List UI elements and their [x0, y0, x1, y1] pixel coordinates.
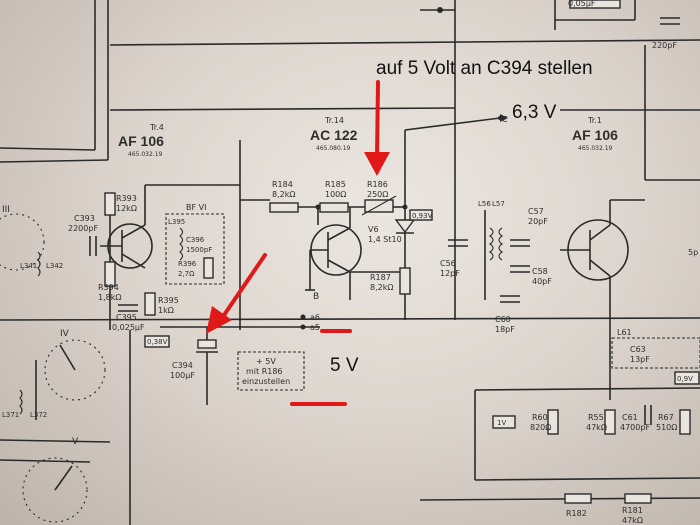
r394-val: 1,8kΩ — [98, 293, 121, 302]
r395-id: R395 — [158, 296, 179, 305]
tr14-stage: R184 8,2kΩ R185 100Ω R186 250Ω V6 1,4 St… — [240, 114, 508, 332]
r395-val: 1kΩ — [158, 306, 174, 315]
c60-id: C60 — [495, 315, 511, 324]
tr4-type: AF 106 — [118, 133, 164, 149]
r55-val: 47kΩ — [586, 423, 607, 432]
c396-id: C396 — [186, 236, 205, 244]
c394-id: C394 — [172, 361, 193, 370]
c56-val: 12pF — [440, 269, 460, 278]
c393-id: C393 — [74, 214, 95, 223]
stage-labels: Tr.4 AF 106 465.032.19 Tr.14 AC 122 465.… — [118, 116, 618, 158]
roman-5: V — [72, 437, 79, 447]
r394-id: R394 — [98, 283, 119, 292]
tr14-code: 465.080.19 — [316, 145, 351, 152]
c394-area: C394 100μF + 5V mit R186 einzustellen — [160, 326, 320, 405]
r67-id: R67 — [658, 413, 674, 422]
arrow-to-c394 — [220, 253, 267, 320]
c61-val: 4700pF — [620, 423, 650, 432]
l57-label: L57 — [492, 200, 505, 208]
tr4-code: 465.032.19 — [128, 151, 163, 158]
r67-val: 510Ω — [656, 423, 677, 432]
c393-val: 2200pF — [68, 224, 98, 233]
c395-val: 0,025μF — [112, 323, 145, 332]
tr4-stage: R393 12kΩ C393 2200pF R394 1,8kΩ R395 1k… — [68, 184, 240, 348]
l61-label: L61 — [617, 328, 632, 337]
r187-val: 8,2kΩ — [370, 283, 393, 292]
tr14-name: Tr.14 — [324, 116, 344, 125]
l371-label: L371 — [2, 411, 19, 419]
tr1-stage: L56 L57 C56 12pF C57 20pF C58 40pF C60 1… — [440, 199, 700, 525]
c60-val: 18pF — [495, 325, 515, 334]
tr14-type: AC 122 — [310, 127, 358, 143]
c395-id: C395 — [116, 313, 137, 322]
r181-id: R181 — [622, 506, 643, 515]
meas-m4: 0,9V — [677, 375, 693, 383]
term-c: C — [502, 115, 508, 124]
c63-id: C63 — [630, 345, 646, 354]
l372-label: L372 — [30, 411, 47, 419]
right-partial: 5p — [688, 248, 698, 257]
red-annotations — [206, 80, 390, 406]
instruction-text: auf 5 Volt an C394 stellen — [376, 58, 593, 79]
r184-val: 8,2kΩ — [272, 190, 295, 199]
meas-m2: 0,93V — [412, 212, 433, 220]
c61-id: C61 — [622, 413, 638, 422]
l342-label: L342 — [46, 262, 63, 270]
c58-val: 40pF — [532, 277, 552, 286]
term-b: B — [313, 292, 319, 302]
top-partial-parts: 0,05μF 220pF — [420, 0, 680, 50]
r60-val: 820Ω — [530, 423, 551, 432]
meas-m1: 0,38V — [147, 338, 168, 346]
tr1-type: AF 106 — [572, 127, 618, 143]
c57-val: 20pF — [528, 217, 548, 226]
r186-id: R186 — [367, 180, 388, 189]
meas-m3: 1V — [497, 419, 506, 427]
c394-val: 100μF — [170, 371, 195, 380]
arrow-to-r186-head — [364, 152, 390, 176]
c57-id: C57 — [528, 207, 544, 216]
v6-val: 1,4 St10 — [368, 235, 402, 244]
c58-id: C58 — [532, 267, 548, 276]
r185-id: R185 — [325, 180, 346, 189]
l395-label: L395 — [168, 218, 185, 226]
r396-id: R396 — [178, 260, 197, 268]
roman-4: IV — [60, 329, 70, 339]
note-line2: mit R186 — [246, 367, 283, 376]
top-r-label: 220pF — [652, 41, 677, 50]
tr1-code: 465.032.19 — [578, 145, 613, 152]
l56-label: L56 — [478, 200, 491, 208]
voltage-6v3: 6,3 V — [512, 102, 557, 123]
arrow-to-c394-head — [206, 306, 232, 334]
r393-id: R393 — [116, 194, 137, 203]
roman-3: III — [2, 205, 10, 215]
term-a6: a6 — [310, 313, 320, 322]
c396-val: 1500pF — [186, 246, 212, 254]
note-line3: einzustellen — [242, 377, 290, 386]
r181-val: 47kΩ — [622, 516, 643, 525]
r182-id: R182 — [566, 509, 587, 518]
r55-id: R55 — [588, 413, 604, 422]
l341-label: L341 — [20, 262, 37, 270]
r187-id: R187 — [370, 273, 391, 282]
note-line1: + 5V — [256, 357, 276, 366]
r60-id: R60 — [532, 413, 548, 422]
bf6-label: BF VI — [186, 203, 206, 212]
voltage-5v: 5 V — [330, 355, 359, 376]
r184-id: R184 — [272, 180, 293, 189]
r185-val: 100Ω — [325, 190, 346, 199]
arrow-to-r186 — [375, 80, 380, 160]
r186-val: 250Ω — [367, 190, 388, 199]
c56-id: C56 — [440, 259, 456, 268]
left-switches: III L341 L342 IV L371 L372 V — [0, 205, 106, 523]
r396-val: 2,7Ω — [178, 270, 195, 278]
tr4-name: Tr.4 — [149, 123, 164, 132]
v6-id: V6 — [368, 225, 379, 234]
top-c-label: 0,05μF — [568, 0, 596, 8]
c63-val: 13pF — [630, 355, 650, 364]
r393-val: 12kΩ — [116, 204, 137, 213]
tr1-name: Tr.1 — [587, 116, 602, 125]
